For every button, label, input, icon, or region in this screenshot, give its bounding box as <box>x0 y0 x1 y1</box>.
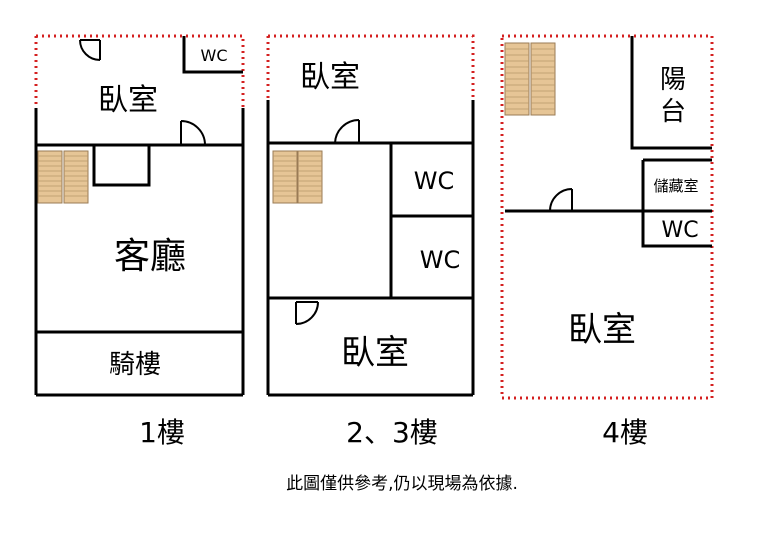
floor-2-3-door-bottom <box>295 301 319 325</box>
floor-2-3-bedroom-bottom-label: 臥室 <box>341 333 409 373</box>
floor-4-balcony-label-line2: 台 <box>660 97 686 127</box>
floor-4-dotted-boundary <box>500 34 714 400</box>
floor-1-door-top <box>79 39 101 61</box>
floor-2-3-caption: 2、3樓 <box>346 416 438 449</box>
floor-2-3-dotted-boundary <box>266 34 475 100</box>
floor-4-door <box>549 188 573 212</box>
floor-2-3-stairs <box>272 150 323 204</box>
floor-4-balcony-label-line1: 陽 <box>660 65 686 95</box>
floor-4-bedroom-label: 臥室 <box>568 310 636 350</box>
floor-1-stairs <box>37 150 89 204</box>
floor-1-arcade-label: 騎樓 <box>109 350 161 380</box>
floor-4-wc-label: WC <box>661 218 698 243</box>
floor-1-bedroom-label: 臥室 <box>98 83 158 118</box>
floor-1-wc-label: WC <box>201 46 228 65</box>
floor-2-3-bedroom-top-label: 臥室 <box>300 60 360 95</box>
floor-1-living-room-label: 客廳 <box>114 236 186 277</box>
floor-4-walls <box>505 36 712 248</box>
floor-2-3-door-top <box>334 118 360 144</box>
floor-1-caption: 1樓 <box>139 416 185 449</box>
disclaimer-text: 此圖僅供參考,仍以現場為依據. <box>286 474 518 494</box>
floor-1-walls <box>34 36 245 397</box>
floor-1-dotted-boundary <box>34 34 245 108</box>
floor-1-plan: WC 臥室 客廳 騎樓 <box>34 34 245 397</box>
floor-4-plan: 陽 台 儲藏室 WC 臥室 <box>500 34 714 400</box>
floor-4-stairs <box>504 42 556 116</box>
floor-4-caption: 4樓 <box>602 416 648 449</box>
floor-2-3-wc-lower-label: WC <box>420 246 461 274</box>
floor-2-3-walls <box>266 100 475 397</box>
floor-2-3-wc-upper-label: WC <box>414 167 455 195</box>
floor-2-3-plan: 臥室 WC WC 臥室 <box>266 34 475 397</box>
floor-4-storage-label: 儲藏室 <box>653 177 698 195</box>
floor-1-door-bedroom <box>180 120 206 146</box>
